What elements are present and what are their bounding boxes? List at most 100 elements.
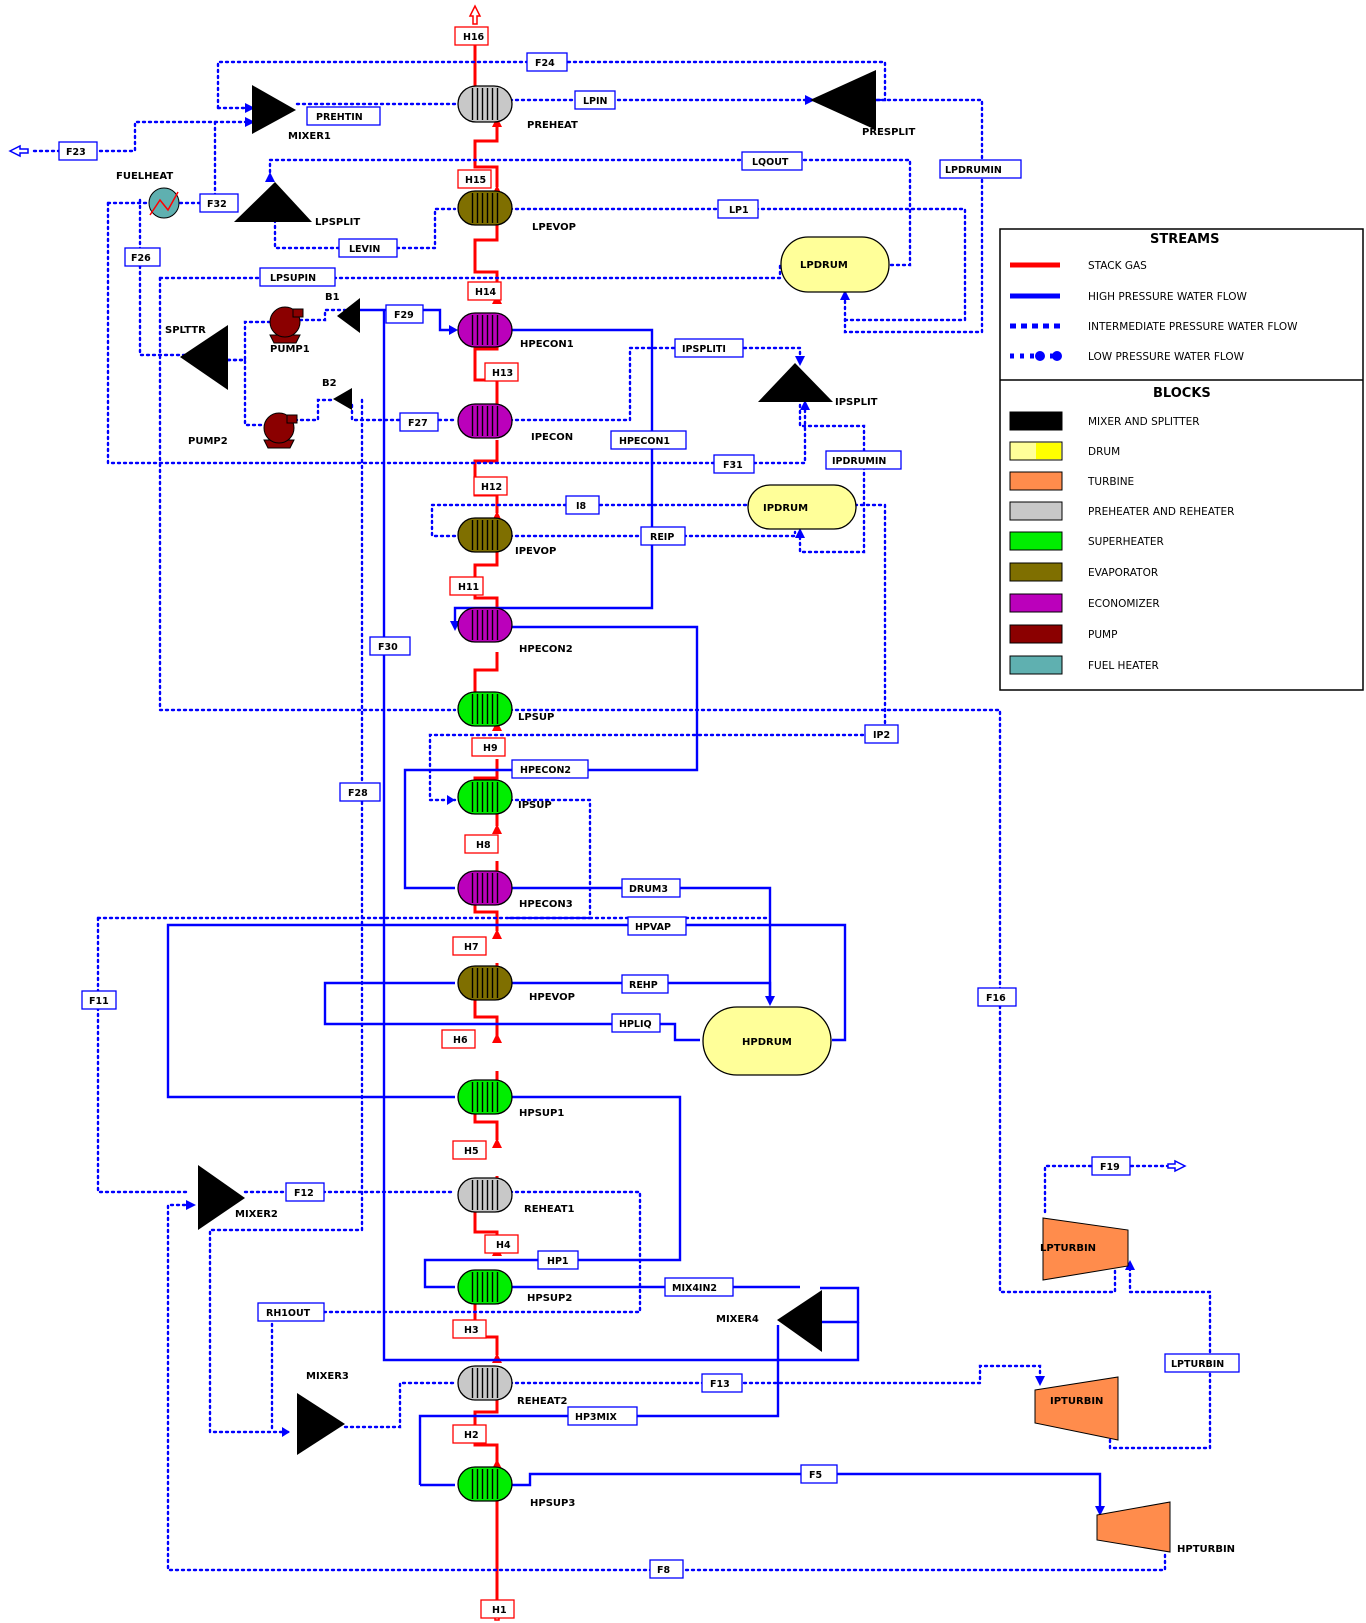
mixer2-block[interactable] bbox=[198, 1165, 245, 1230]
tag-f5: F5 bbox=[809, 1470, 822, 1481]
tag-hpliq: HPLIQ bbox=[619, 1019, 652, 1030]
label-ipecon: IPECON bbox=[531, 432, 573, 443]
hpsup3-block[interactable] bbox=[457, 1466, 513, 1502]
tag-f31: F31 bbox=[723, 460, 743, 471]
legend-pump: PUMP bbox=[1088, 629, 1117, 641]
tag-h7: H7 bbox=[464, 942, 479, 953]
tag-h3: H3 bbox=[464, 1325, 479, 1336]
hpdrum-block[interactable] bbox=[702, 1006, 832, 1076]
label-hpevop: HPEVOP bbox=[529, 992, 575, 1003]
ipsup-block[interactable] bbox=[457, 779, 513, 815]
label-hpturbin: HPTURBIN bbox=[1177, 1544, 1235, 1555]
mixer1-block[interactable] bbox=[252, 85, 296, 134]
tag-h11: H11 bbox=[458, 582, 479, 593]
label-preheat: PREHEAT bbox=[527, 120, 578, 131]
reheat2-block[interactable] bbox=[457, 1365, 513, 1401]
ipecon-block[interactable] bbox=[457, 403, 513, 439]
b1-block[interactable] bbox=[337, 298, 360, 333]
tag-h12: H12 bbox=[481, 482, 502, 493]
label-lpsup: LPSUP bbox=[518, 712, 554, 723]
label-b1: B1 bbox=[325, 292, 340, 303]
tag-ipdrumin: IPDRUMIN bbox=[832, 456, 886, 467]
label-ipsplit: IPSPLIT bbox=[835, 397, 878, 408]
label-ipturbin: IPTURBIN bbox=[1050, 1396, 1103, 1407]
label-mixer1: MIXER1 bbox=[288, 131, 331, 142]
fuelheat-block[interactable] bbox=[148, 187, 180, 219]
ipevop-block[interactable] bbox=[457, 517, 513, 553]
b2-block[interactable] bbox=[333, 388, 352, 410]
hpecon3-block[interactable] bbox=[457, 870, 513, 906]
legend-turbine: TURBINE bbox=[1087, 476, 1134, 488]
lpevop-block[interactable] bbox=[457, 190, 513, 226]
label-hpecon2: HPECON2 bbox=[519, 644, 573, 655]
tag-mix4in2: MIX4IN2 bbox=[672, 1283, 717, 1294]
legend-drum: DRUM bbox=[1088, 446, 1120, 458]
dotted-water-arrows bbox=[186, 95, 1135, 1437]
tag-reip: REIP bbox=[650, 532, 674, 543]
tag-drum3: DRUM3 bbox=[629, 884, 668, 895]
gas-outlet-arrow-icon bbox=[468, 4, 482, 25]
hpturbin-block[interactable] bbox=[1096, 1501, 1171, 1553]
legend-fuel-heater: FUEL HEATER bbox=[1088, 660, 1159, 672]
tag-levin: LEVIN bbox=[349, 244, 380, 255]
legend-stack-gas: STACK GAS bbox=[1088, 260, 1147, 272]
lpsplit-block[interactable] bbox=[234, 182, 312, 222]
tag-lp1: LP1 bbox=[729, 205, 749, 216]
tag-hpecon2: HPECON2 bbox=[520, 765, 571, 776]
hpsup1-block[interactable] bbox=[457, 1079, 513, 1115]
legend-preheater-reheater: PREHEATER AND REHEATER bbox=[1088, 506, 1234, 518]
lp-outlet-arrow-icon bbox=[1167, 1159, 1187, 1173]
lpdrum-block[interactable] bbox=[780, 236, 890, 293]
label-hpecon1: HPECON1 bbox=[520, 339, 574, 350]
stream-tags: H16 H15 H14 H13 H12 H11 H9 H8 H7 H6 H5 H… bbox=[58, 26, 1240, 1619]
preheat-block[interactable] bbox=[457, 85, 513, 123]
label-hpsup3: HPSUP3 bbox=[530, 1498, 575, 1509]
pump1-block[interactable] bbox=[269, 306, 304, 344]
tag-f27: F27 bbox=[408, 418, 428, 429]
tag-h5: H5 bbox=[464, 1146, 479, 1157]
tag-f23: F23 bbox=[66, 147, 86, 158]
label-lpturbin: LPTURBIN bbox=[1040, 1243, 1096, 1254]
tag-f16: F16 bbox=[986, 993, 1006, 1004]
legend-superheater: SUPERHEATER bbox=[1088, 536, 1164, 548]
tag-f13: F13 bbox=[710, 1379, 730, 1390]
reheat1-block[interactable] bbox=[457, 1177, 513, 1213]
tag-rehp: REHP bbox=[629, 980, 658, 991]
legend: STREAMS STACK GAS HIGH PRESSURE WATER FL… bbox=[999, 228, 1364, 691]
label-pump1: PUMP1 bbox=[270, 344, 310, 355]
hpecon2-block[interactable] bbox=[457, 607, 513, 643]
ipturbin-block[interactable] bbox=[1034, 1376, 1119, 1441]
tag-h13: H13 bbox=[492, 368, 513, 379]
label-ipdrum: IPDRUM bbox=[763, 503, 808, 514]
ipsplit-block[interactable] bbox=[758, 363, 833, 402]
tag-lpsupin: LPSUPIN bbox=[270, 273, 316, 284]
hpevop-block[interactable] bbox=[457, 965, 513, 1001]
label-ipsup: IPSUP bbox=[518, 800, 552, 811]
tag-h6: H6 bbox=[453, 1035, 468, 1046]
pump2-block[interactable] bbox=[263, 412, 298, 449]
label-fuelheat: FUELHEAT bbox=[116, 171, 173, 182]
label-mixer3: MIXER3 bbox=[306, 1371, 349, 1382]
legend-streams-title: STREAMS bbox=[1150, 232, 1219, 247]
lpsup-block[interactable] bbox=[457, 691, 513, 727]
hpsup2-block[interactable] bbox=[457, 1269, 513, 1305]
lpturbin-block[interactable] bbox=[1042, 1217, 1129, 1281]
label-reheat1: REHEAT1 bbox=[524, 1204, 575, 1215]
tag-h16: H16 bbox=[463, 32, 485, 43]
hpecon1-block[interactable] bbox=[457, 312, 513, 348]
legend-hp-flow: HIGH PRESSURE WATER FLOW bbox=[1088, 291, 1248, 303]
tag-ip2: IP2 bbox=[873, 730, 890, 741]
tag-ipspliti: IPSPLITI bbox=[682, 344, 726, 355]
mixer3-block[interactable] bbox=[297, 1393, 345, 1455]
tag-rh1out: RH1OUT bbox=[266, 1308, 311, 1319]
label-hpsup1: HPSUP1 bbox=[519, 1108, 564, 1119]
tag-f19: F19 bbox=[1100, 1162, 1120, 1173]
tag-lqout: LQOUT bbox=[752, 157, 789, 168]
tag-i8: I8 bbox=[576, 501, 587, 512]
tag-f11: F11 bbox=[89, 996, 109, 1007]
ipdrum-block[interactable] bbox=[747, 484, 857, 530]
presplit-block[interactable] bbox=[810, 70, 876, 130]
mixer4-block[interactable] bbox=[777, 1290, 822, 1352]
splttr-block[interactable] bbox=[180, 325, 228, 390]
